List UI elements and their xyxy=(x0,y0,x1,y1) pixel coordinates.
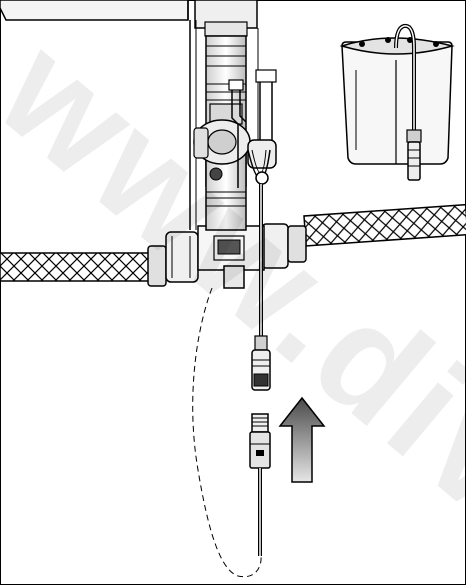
insert-arrow xyxy=(278,396,326,483)
braided-hose xyxy=(0,203,466,287)
solenoid-valve xyxy=(193,119,277,289)
sensor-cable xyxy=(251,184,271,391)
wire-clips xyxy=(228,69,277,188)
dashed-cable-path xyxy=(192,287,262,578)
controller-box xyxy=(0,0,258,37)
battery-pack xyxy=(339,23,455,181)
connector-plug xyxy=(249,413,271,556)
